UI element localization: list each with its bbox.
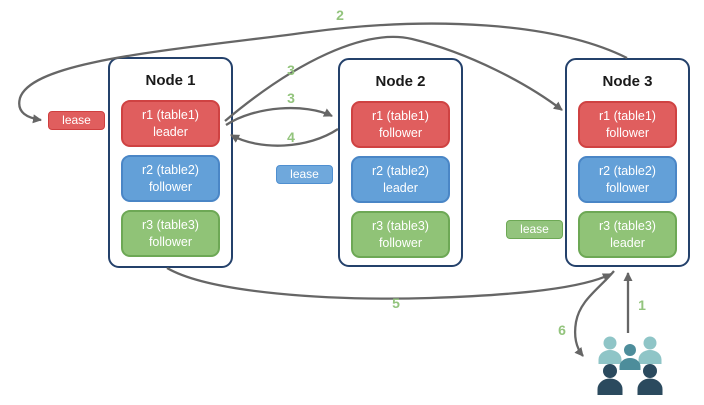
- replica-role: follower: [378, 235, 423, 250]
- step-label-2: 2: [336, 7, 344, 23]
- node-3: Node 3 r1 (table1) follower r2 (table2) …: [565, 58, 690, 267]
- step-label-5: 5: [392, 295, 400, 311]
- node-1-replica-r3: r3 (table3) follower: [121, 210, 220, 257]
- replica-name: r2 (table2): [372, 164, 429, 178]
- step-label-3b: 3: [287, 90, 295, 106]
- arrow-step-5-node1-to-node3: [166, 267, 612, 300]
- users-middle-person: [619, 344, 641, 370]
- replica-name: r3 (table3): [599, 219, 656, 233]
- node-2: Node 2 r1 (table1) follower r2 (table2) …: [338, 58, 463, 267]
- step-label-6: 6: [558, 322, 566, 338]
- replica-name: r2 (table2): [142, 163, 199, 177]
- node-2-replica-r2: r2 (table2) leader: [351, 156, 450, 203]
- lease-badge-blue: lease: [276, 165, 333, 184]
- node-1-replica-r2: r2 (table2) follower: [121, 155, 220, 202]
- replica-name: r2 (table2): [599, 164, 656, 178]
- replica-role: leader: [383, 180, 418, 195]
- replica-role: follower: [378, 125, 423, 140]
- node-2-replica-r3: r3 (table3) follower: [351, 211, 450, 258]
- node-1-replica-r1: r1 (table1) leader: [121, 100, 220, 147]
- replica-name: r1 (table1): [599, 109, 656, 123]
- node-3-replica-r2: r2 (table2) follower: [578, 156, 677, 203]
- replica-role: leader: [610, 235, 645, 250]
- node-3-replica-r1: r1 (table1) follower: [578, 101, 677, 148]
- replica-role: follower: [605, 125, 650, 140]
- lease-badge-green: lease: [506, 220, 563, 239]
- node-3-replica-r3: r3 (table3) leader: [578, 211, 677, 258]
- users-group-icon: [597, 336, 663, 395]
- replica-role: follower: [148, 234, 193, 249]
- replica-name: r1 (table1): [142, 108, 199, 122]
- arrow-step-3-node1-to-node2: [225, 107, 333, 126]
- replica-role: follower: [148, 179, 193, 194]
- replica-name: r1 (table1): [372, 109, 429, 123]
- step-label-4: 4: [287, 129, 295, 145]
- replica-name: r3 (table3): [372, 219, 429, 233]
- step-label-1: 1: [638, 297, 646, 313]
- node-1-title: Node 1: [145, 72, 196, 89]
- node-2-title: Node 2: [375, 73, 426, 90]
- replica-role: leader: [153, 124, 188, 139]
- node-2-replica-r1: r1 (table1) follower: [351, 101, 450, 148]
- users-front-row: [597, 364, 663, 395]
- step-label-3a: 3: [287, 62, 295, 78]
- replica-name: r3 (table3): [142, 218, 199, 232]
- node-3-title: Node 3: [602, 73, 653, 90]
- replica-role: follower: [605, 180, 650, 195]
- node-1: Node 1 r1 (table1) leader r2 (table2) fo…: [108, 57, 233, 268]
- lease-badge-red: lease: [48, 111, 105, 130]
